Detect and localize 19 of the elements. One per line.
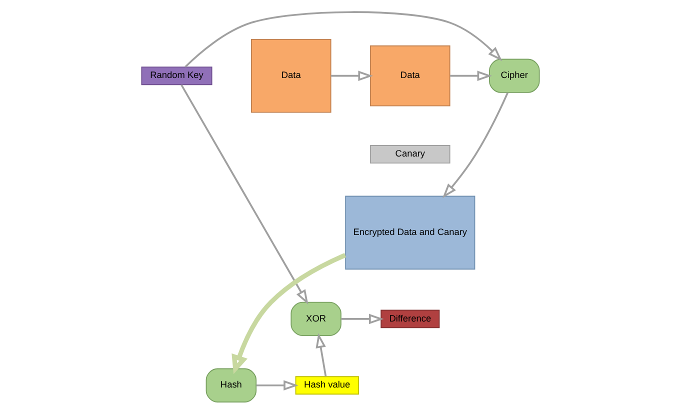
node-box: Data [251,38,332,113]
node-box: Encrypted Data and Canary [345,196,476,270]
arrow [180,84,308,305]
arrow [442,92,508,198]
node-box: Data [370,45,450,106]
node-box: XOR [290,302,342,336]
node-box: Canary [370,145,450,164]
node-box: Random Key [141,66,212,86]
node-box: Hash [206,368,257,402]
arrow [330,70,373,82]
arrow [316,333,327,376]
arrow [184,11,502,68]
arrow [256,380,298,391]
arrow [341,314,384,324]
node-box: Hash value [295,376,359,395]
node-box: Cipher [489,58,540,93]
node-box: Difference [380,310,440,328]
arrow [450,70,492,82]
arrow [232,252,346,374]
